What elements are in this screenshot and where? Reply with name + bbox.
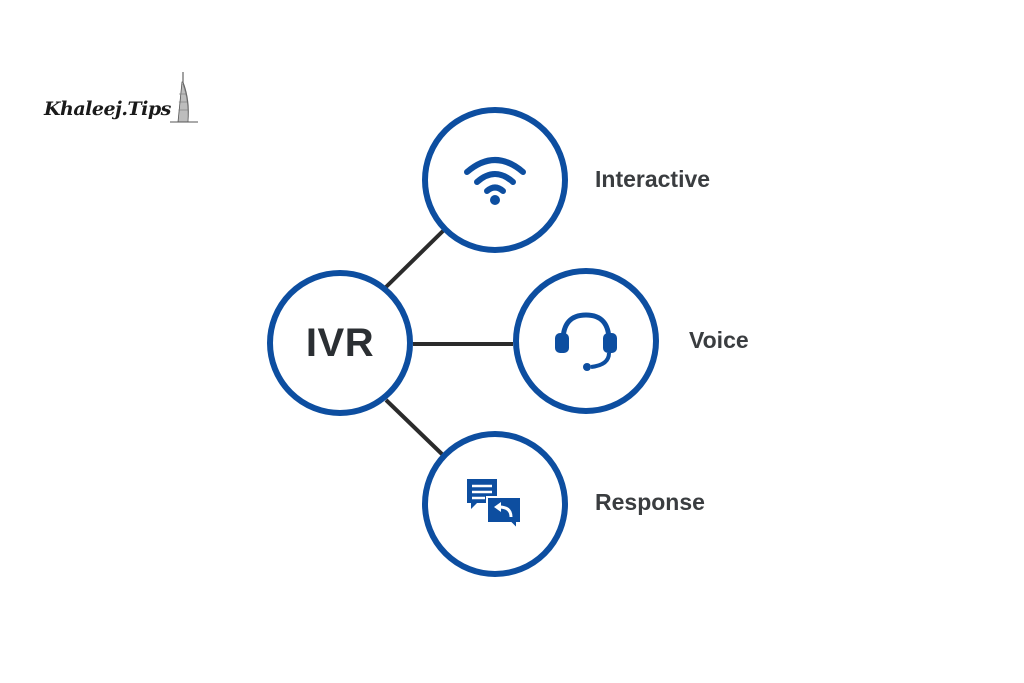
- response-node: [422, 431, 568, 577]
- voice-node: [513, 268, 659, 414]
- voice-label: Voice: [689, 327, 749, 353]
- interactive-node: [422, 107, 568, 253]
- ivr-center-label: IVR: [305, 320, 375, 365]
- brand-logo-text: Khaleej.Tips: [44, 98, 171, 120]
- headset-icon: [551, 309, 621, 373]
- connector-response: [384, 398, 448, 460]
- chat-reply-icon: [463, 475, 527, 533]
- interactive-label: Interactive: [595, 166, 711, 192]
- response-label: Response: [595, 489, 705, 515]
- burj-al-arab-icon: [170, 72, 198, 123]
- connector-interactive: [384, 226, 448, 289]
- ivr-center-node: IVR: [267, 270, 413, 416]
- brand-logo: Khaleej.Tips: [44, 72, 214, 128]
- wifi-icon: [463, 154, 527, 206]
